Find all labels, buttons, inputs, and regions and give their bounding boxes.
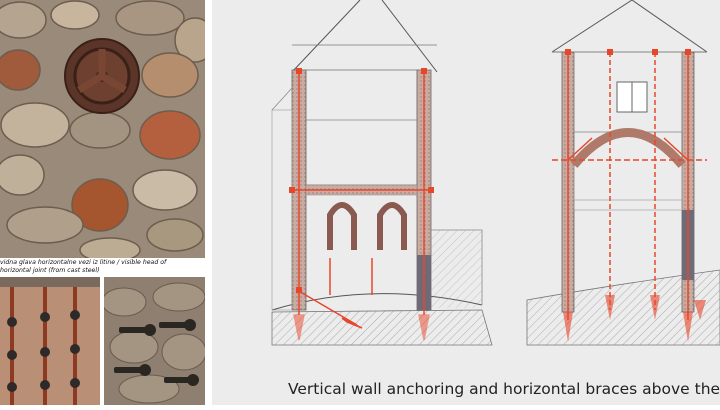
- section-drawing-right: [526, 0, 720, 346]
- photo-caption-line-2: horizontal joint (from cast steel): [0, 267, 100, 274]
- anchor-bolts-illustration: [0, 277, 100, 405]
- stone-wall-anchor-photo: [0, 0, 205, 258]
- stone-wall-illustration: [0, 0, 205, 258]
- bolt-heads-illustration: [104, 277, 205, 405]
- wall-bolt-heads-photo: [104, 277, 205, 405]
- section-drawing-left: [271, 0, 493, 346]
- anchor-bolts-photo: [0, 277, 100, 405]
- photo-caption: vidna glava horizontalne vezi iz litine …: [0, 259, 205, 277]
- section-drawings-panel: [212, 0, 720, 405]
- left-section-anchors: [292, 72, 431, 341]
- photo-caption-line-1: vidna glava horizontalne vezi iz litine …: [0, 259, 167, 266]
- building-sections-diagram: [271, 0, 720, 346]
- diagram-caption: Vertical wall anchoring and horizontal b…: [288, 380, 720, 398]
- cast-iron-anchor-plate-icon: [64, 38, 140, 114]
- right-section-anchors: [552, 52, 707, 320]
